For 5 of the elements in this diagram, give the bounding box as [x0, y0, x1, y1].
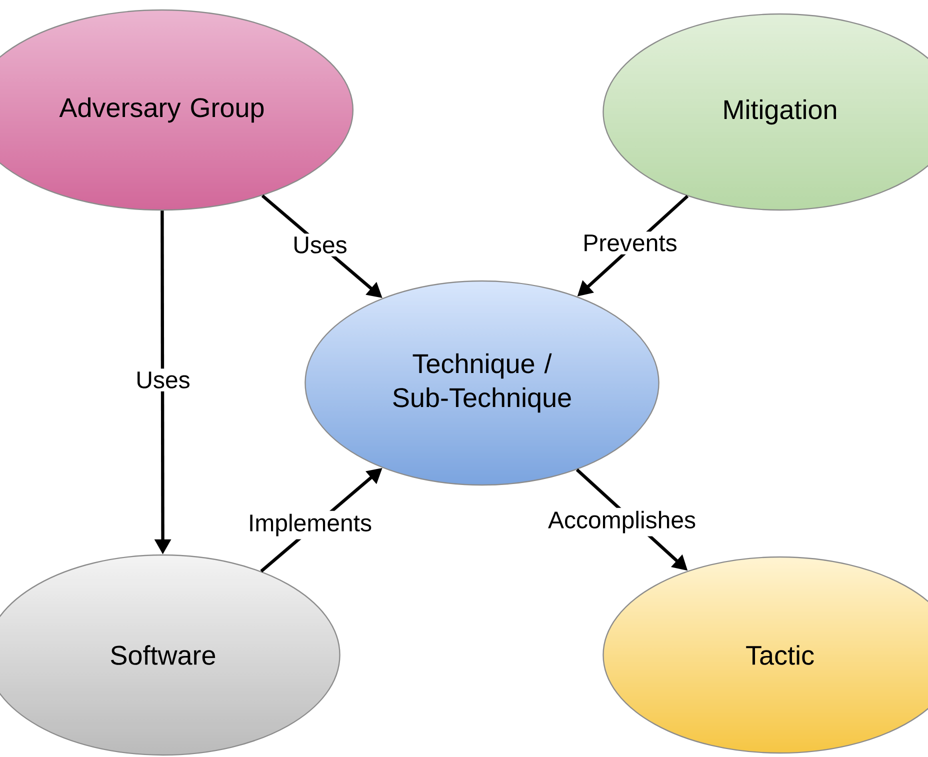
edge-label: Prevents	[580, 232, 680, 254]
edge-label: Implements	[244, 510, 376, 540]
edge-label: Uses	[132, 368, 194, 392]
edge-label: Uses	[290, 234, 350, 256]
edge-label: Accomplishes	[544, 508, 700, 536]
